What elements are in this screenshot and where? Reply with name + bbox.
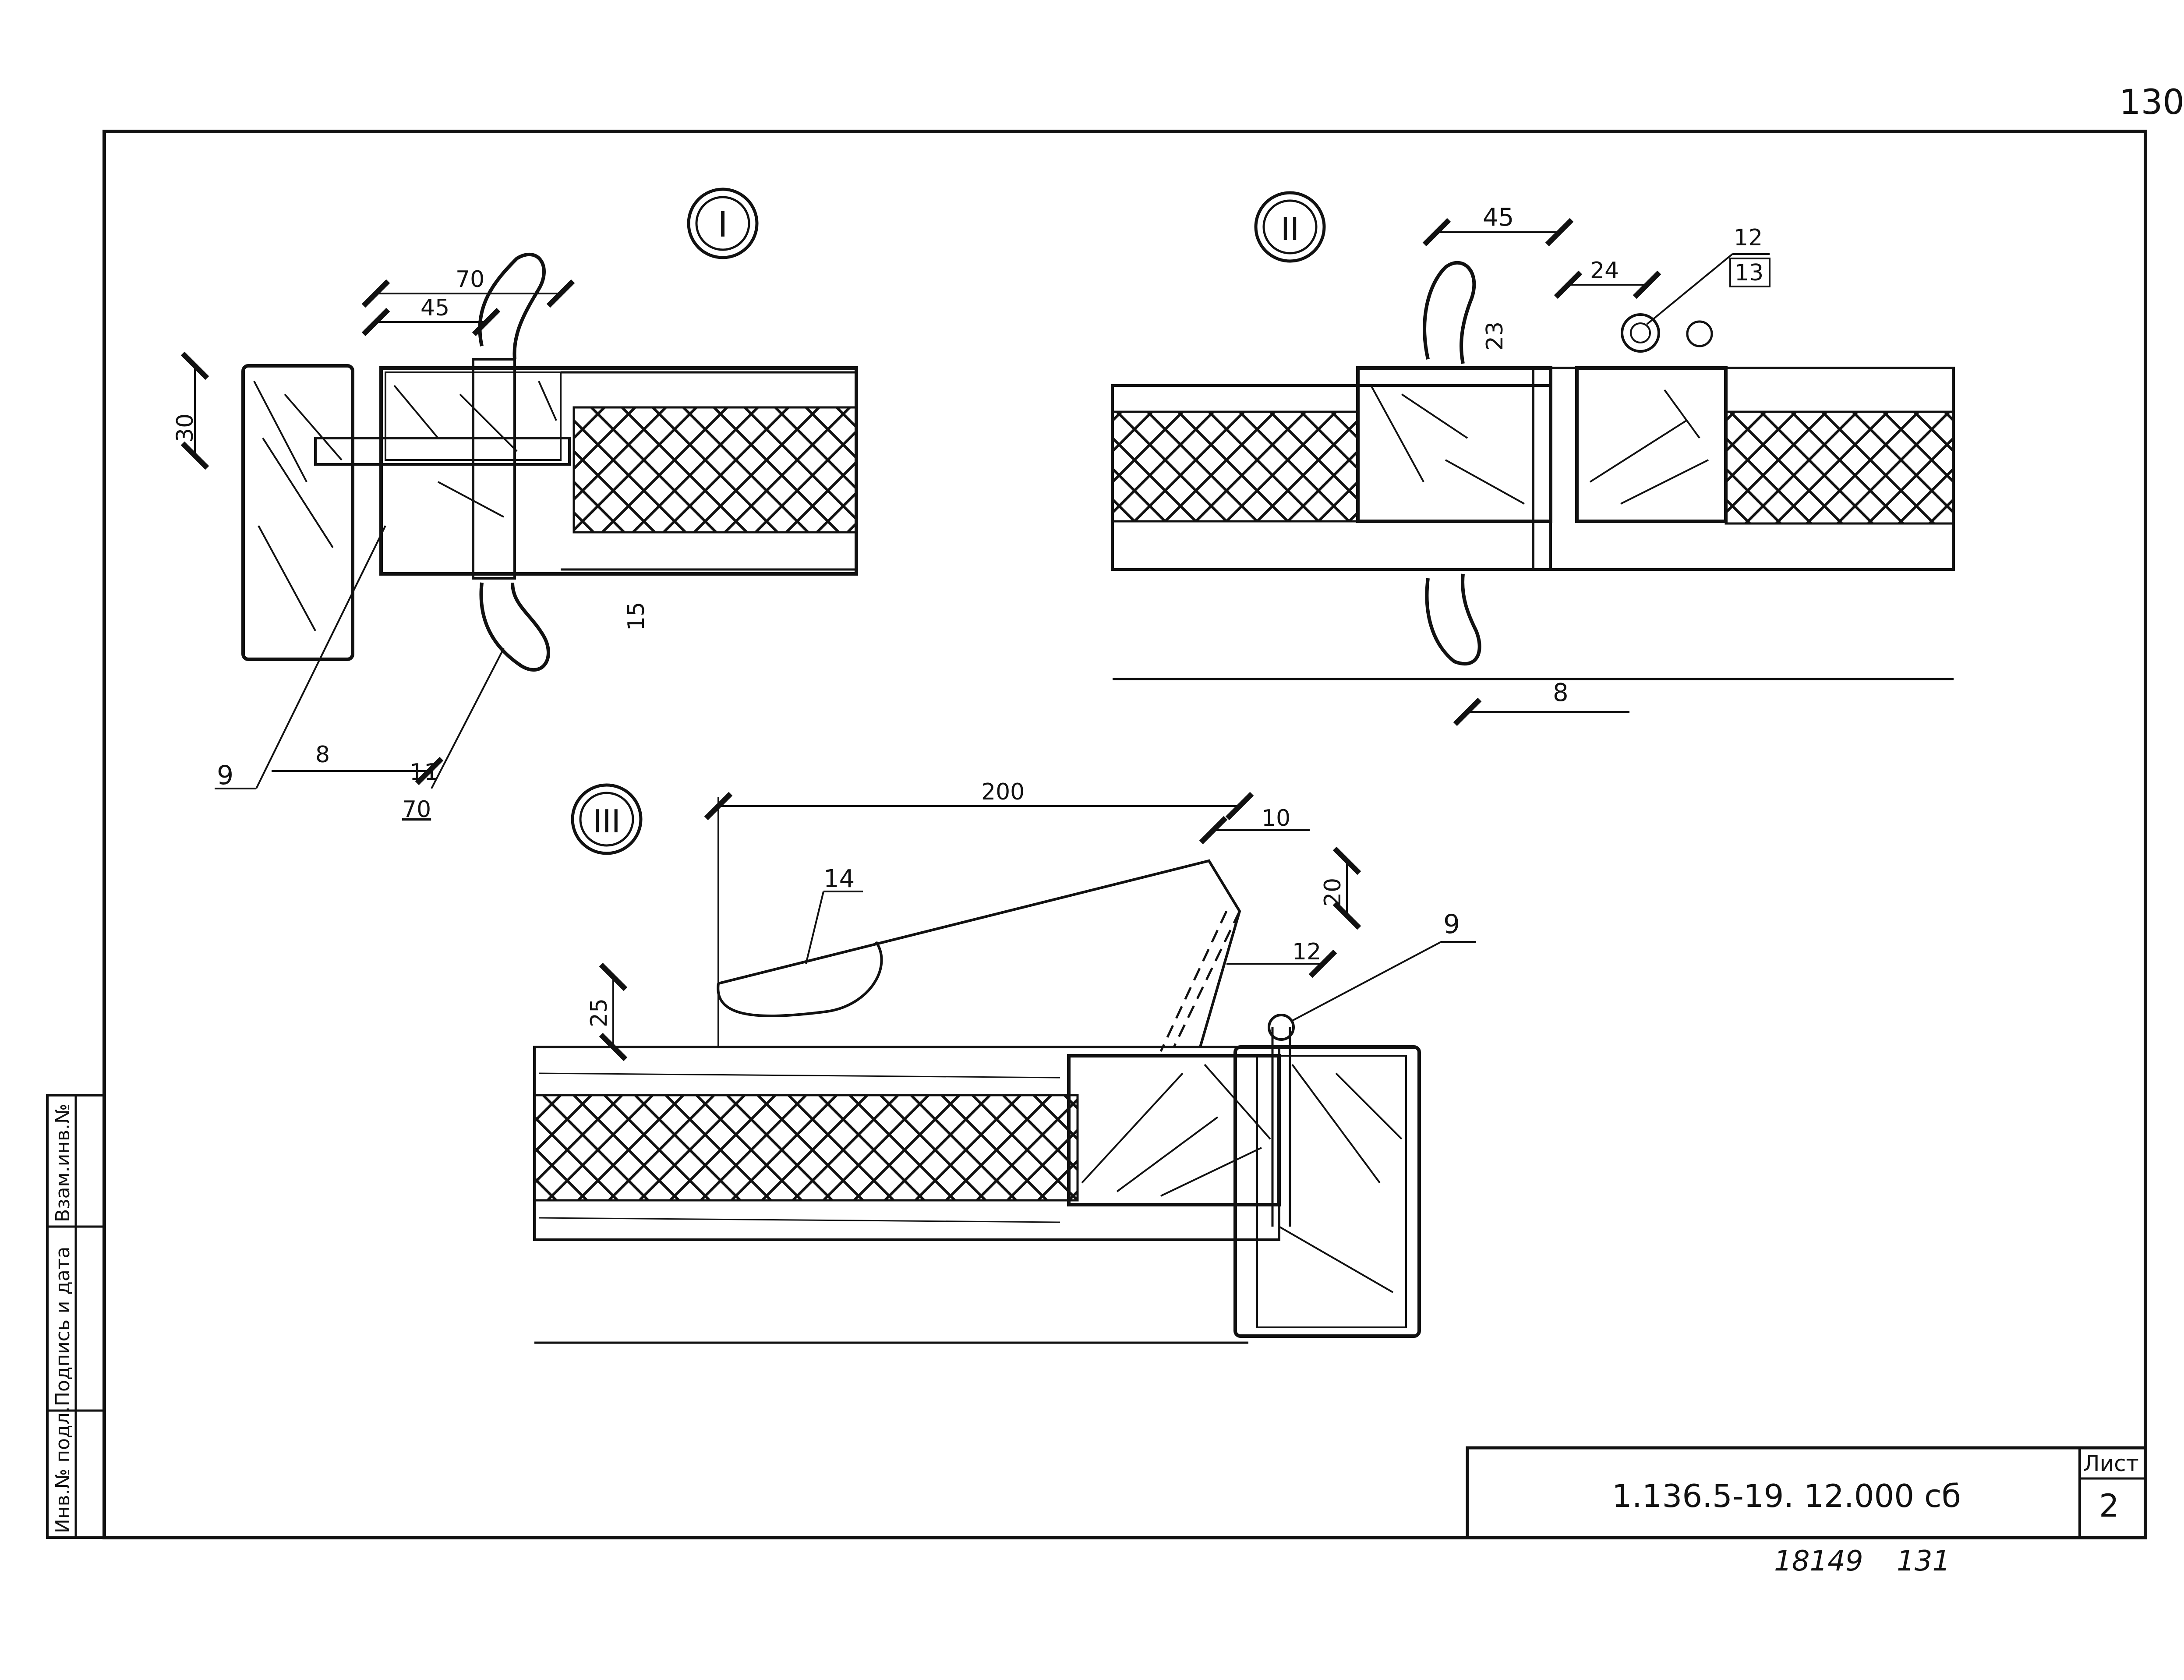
sheet-number: 2: [2099, 1487, 2119, 1524]
detail-III: III 200 10 20 12 25 14: [533, 779, 1476, 1344]
detail-II-label: II: [1281, 211, 1299, 248]
detail-III-callout-9: 9: [1443, 909, 1460, 940]
detail-I-dim-8: 8: [315, 742, 330, 768]
detail-I-callout-9: 9: [217, 760, 233, 791]
detail-III-dim-10: 10: [1262, 805, 1290, 831]
detail-I-dim-70: 70: [456, 266, 484, 293]
footer-number-1: 18149: [1774, 1545, 1863, 1577]
drawing-frame: [102, 130, 2147, 1539]
detail-III-label: III: [593, 803, 621, 840]
detail-II-dim-45: 45: [1483, 203, 1514, 232]
document-code: 1.136.5-19. 12.000 сб: [1612, 1478, 1961, 1514]
detail-I-dim-11: 11: [410, 759, 438, 785]
detail-I-dim-15: 15: [623, 602, 650, 631]
detail-III-callout-14: 14: [823, 865, 855, 893]
signature-date-label: Подпись и дата: [52, 1247, 74, 1406]
detail-II: II 45 24 23 8 12 13: [1111, 191, 1955, 726]
footer-number-2: 131: [1897, 1545, 1950, 1577]
page-number: 130: [2119, 83, 2184, 122]
detail-I: I 70 45 30 15 8 11 9 70: [172, 187, 858, 823]
inv-original-label: Инв.№ подл.: [52, 1406, 74, 1533]
detail-II-callout-12: 12: [1734, 225, 1763, 251]
detail-III-dim-20: 20: [1320, 878, 1346, 907]
detail-II-dim-8: 8: [1553, 679, 1569, 707]
sheet-label: Лист: [2083, 1451, 2139, 1476]
detail-III-dim-25: 25: [586, 998, 612, 1027]
detail-II-dim-24: 24: [1590, 258, 1619, 284]
detail-I-dim-45: 45: [421, 295, 449, 321]
detail-I-dim-30: 30: [172, 414, 198, 442]
title-block: 1.136.5-19. 12.000 сб Лист 2: [1466, 1446, 2147, 1539]
detail-II-dim-23: 23: [1482, 322, 1508, 350]
detail-I-label: I: [717, 204, 728, 245]
detail-III-dim-12: 12: [1292, 939, 1321, 965]
detail-I-callout-70: 70: [402, 796, 431, 823]
detail-III-dim-200: 200: [981, 779, 1025, 805]
detail-II-callout-13: 13: [1735, 260, 1763, 286]
replaced-inv-label: Взам.инв.№: [52, 1103, 74, 1222]
side-stamp: Инв.№ подл. Подпись и дата Взам.инв.№: [46, 1094, 106, 1539]
